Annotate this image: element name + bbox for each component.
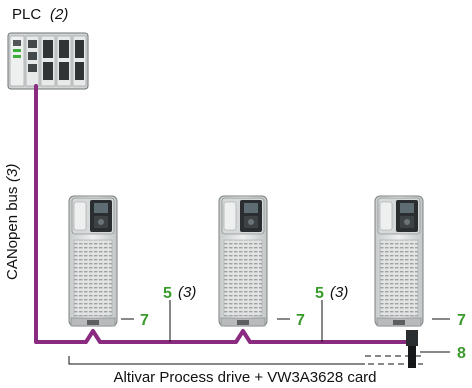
callout-5: 5	[163, 285, 172, 302]
drives-caption: Altivar Process drive + VW3A3628 card	[113, 369, 376, 386]
bus-label: CANopen bus	[4, 187, 21, 280]
callout-7: 7	[296, 312, 305, 329]
altivar-drive-icon	[68, 195, 118, 327]
drives-bracket	[68, 356, 365, 365]
altivar-drive-icon	[218, 195, 268, 327]
plc-icon	[7, 32, 89, 90]
callout-5-note: (3)	[330, 284, 348, 301]
drive-1	[68, 195, 118, 327]
altivar-drive-icon	[374, 195, 424, 327]
bus-note: (3)	[4, 164, 21, 182]
drive-2	[218, 195, 268, 327]
callout-5: 5	[315, 285, 324, 302]
callout-7: 7	[457, 312, 466, 329]
canopen-bus-line	[34, 84, 409, 344]
plc-note: (2)	[50, 6, 68, 23]
callout-7: 7	[140, 312, 149, 329]
line-terminator-icon	[406, 330, 418, 368]
callout-8: 8	[457, 345, 466, 362]
drive-3	[374, 195, 424, 327]
plc-label: PLC	[12, 6, 41, 23]
callout-5-note: (3)	[178, 284, 196, 301]
